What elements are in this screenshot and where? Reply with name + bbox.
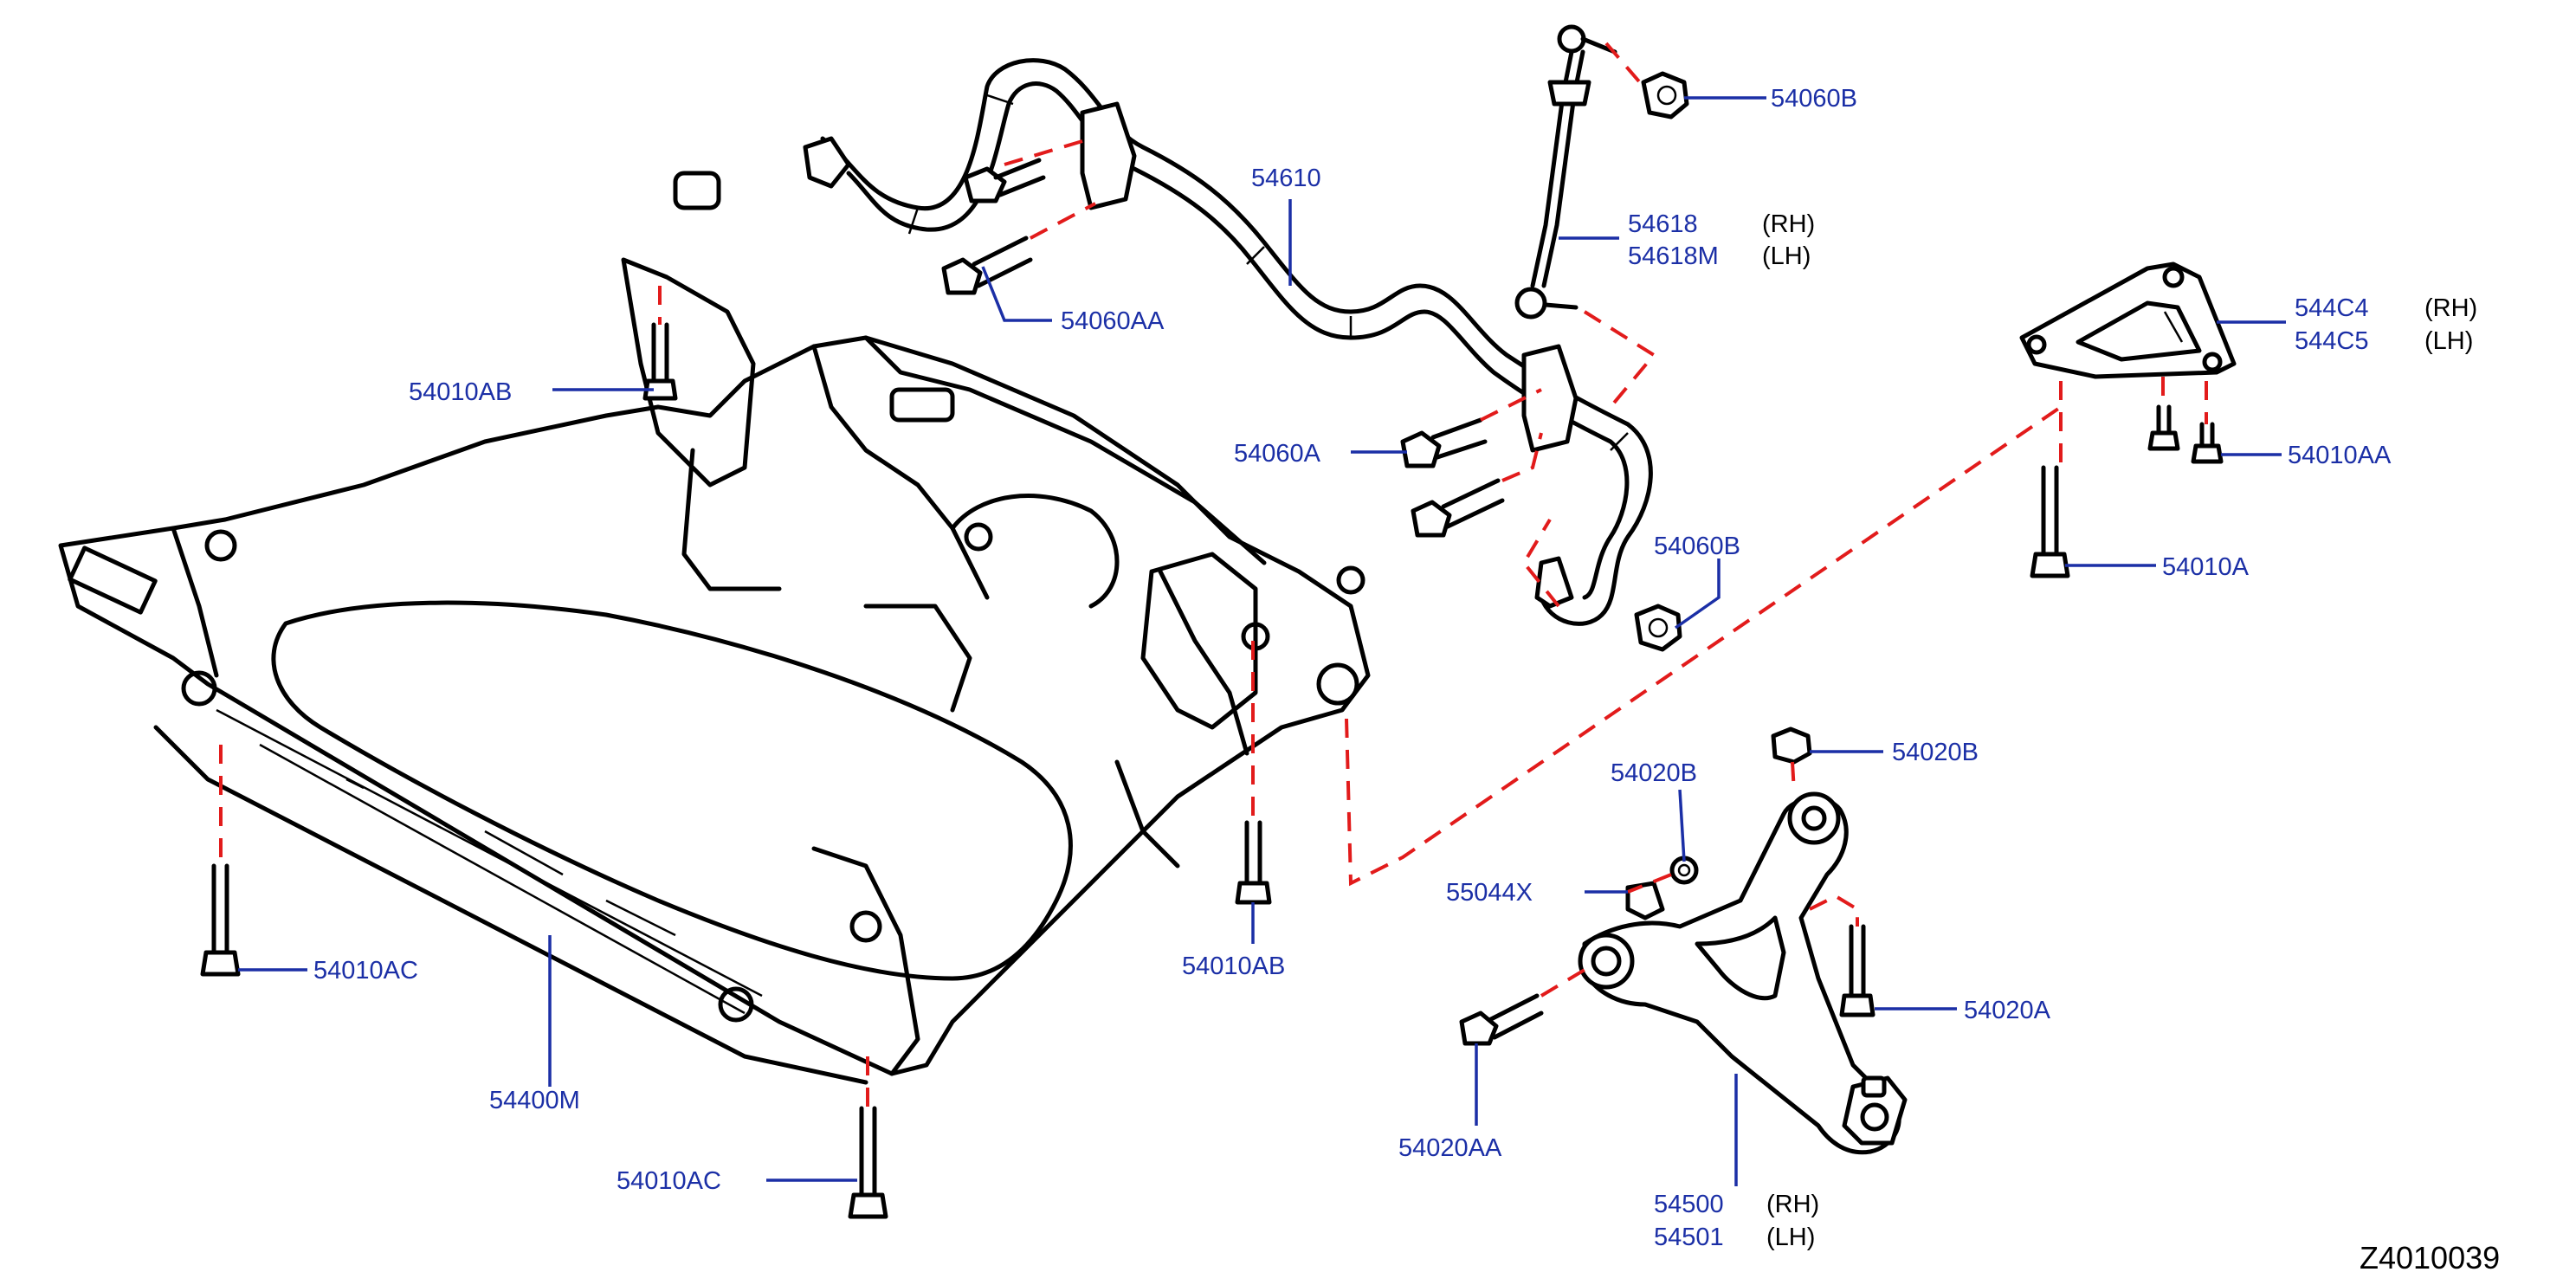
callout-c11: 54060B [1654,533,1740,560]
callout-c23-side: (LH) [1766,1224,1815,1251]
transverse-link [1578,791,1908,1155]
callout-c22: 54500 [1654,1191,1724,1218]
callout-c7: 54060AA [1061,307,1165,335]
callout-c20: 54020AA [1398,1134,1502,1162]
callout-c10: 54010AA [2288,442,2392,469]
callout-c3: 54618 [1628,210,1698,238]
callout-c13: 54020B [1892,739,1979,766]
callout-c6: 544C5 [2295,327,2368,355]
callout-c3-side: (RH) [1762,210,1815,238]
nut-54060b-top [1641,71,1689,119]
callout-c22-side: (RH) [1766,1191,1819,1218]
assembly-lines [219,42,2208,1108]
fasteners [200,71,2224,1219]
callout-c19: 54400M [489,1087,580,1114]
stabilizer-link [1514,24,1617,320]
callout-c12: 54010A [2162,553,2250,581]
callout-c8: 54010AB [409,378,512,406]
callout-c18: 54020A [1964,997,2051,1024]
callout-c9: 54060A [1234,440,1321,468]
callout-c1: 54060B [1771,85,1857,113]
callout-c6-side: (LH) [2424,327,2473,355]
callout-c23: 54501 [1654,1224,1724,1251]
callout-c15: 55044X [1446,879,1533,907]
suspension-member [58,171,1371,1085]
callout-c17: 54010AB [1182,952,1285,980]
callout-c5-side: (RH) [2424,294,2477,322]
callout-c16: 54010AC [313,957,418,985]
member-stay [2019,262,2237,379]
callout-c21: 54010AC [617,1167,721,1195]
callout-c14: 54020B [1611,759,1697,787]
nut-54060b-lower [1634,604,1682,652]
diagram-code: Z4010039 [2360,1240,2500,1275]
callout-c5: 544C4 [2295,294,2368,322]
callout-c4: 54618M [1628,242,1719,270]
callout-c4-side: (LH) [1762,242,1811,270]
callout-c2: 54610 [1251,165,1321,192]
leader-lines [238,96,2286,1186]
stabilizer-bar [803,58,1653,626]
callout-labels: 54060B 54610 54618 (RH) 54618M (LH) 544C… [313,85,2500,1275]
